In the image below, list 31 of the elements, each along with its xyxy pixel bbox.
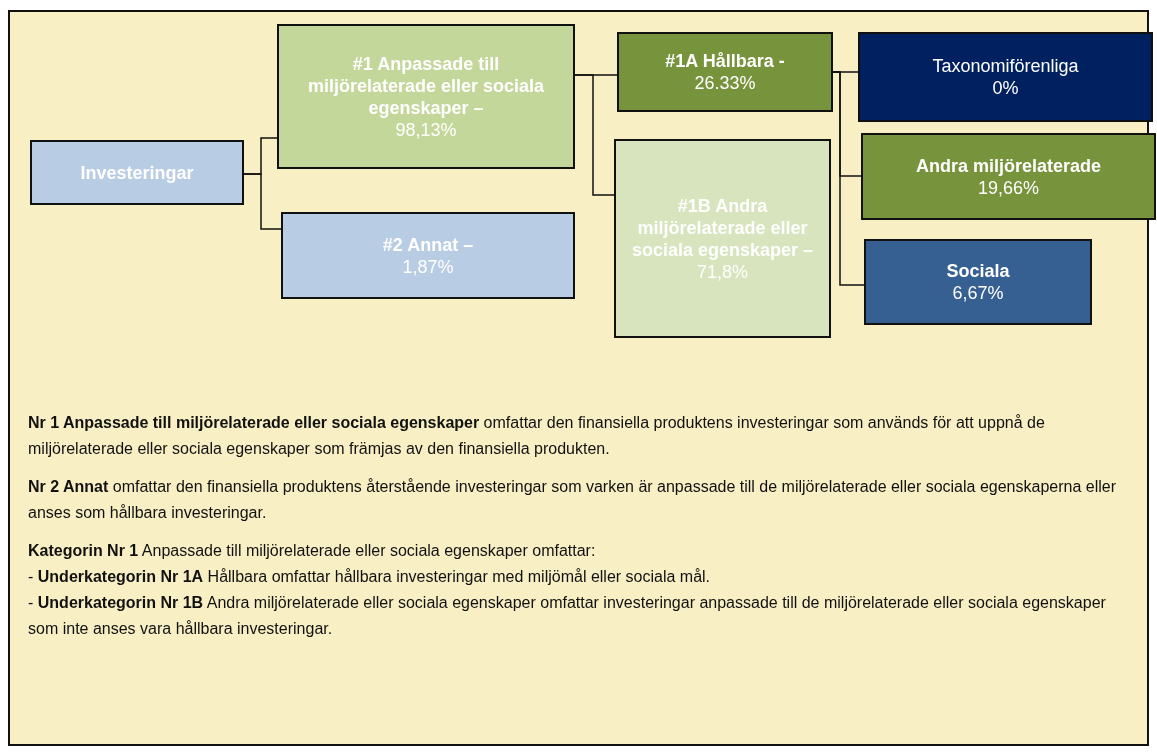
category-label: #2 Annat –	[382, 233, 474, 256]
category-box	[277, 24, 575, 169]
category-box	[861, 133, 1156, 220]
category-label: Andra miljörelaterade	[915, 154, 1102, 177]
description-text: Nr 1 Anpassade till miljörelaterade eller sociala egenskaper omfattar den finansiella produktens investeringar som används för att uppnå de miljörelaterade eller sociala egenskaper som främjas av den finansiella produkten.	[28, 413, 1046, 459]
category-box	[281, 212, 575, 299]
percentage-value: 6,67%	[952, 282, 1004, 304]
category-label: Investeringar	[80, 161, 194, 184]
category-label: Sociala	[946, 260, 1010, 282]
percentage-value: 26.33%	[694, 72, 756, 94]
description-text: Nr 2 Annat omfattar den finansiella produktens återstående investeringar som varken är anpassade till de miljörelaterade eller sociala egenskaperna eller anses som hållbara investeringar.	[28, 477, 1117, 523]
category-label: #1A Hållbara -	[665, 50, 785, 72]
connector-line	[243, 173, 282, 230]
percentage-value: 0%	[992, 77, 1019, 99]
category-label: #1 Anpassade till miljörelaterade eller sociala egenskaper –	[306, 52, 546, 119]
percentage-value: 71,8%	[696, 260, 748, 283]
category-box	[864, 239, 1092, 325]
percentage-value: 1,87%	[402, 255, 454, 278]
connector-line	[832, 71, 865, 286]
description-text: Kategorin Nr 1 Anpassade till miljörelaterade eller sociala egenskaper omfattar:	[28, 541, 597, 561]
category-box	[30, 140, 244, 205]
category-label: #1B Andra miljörelaterade eller sociala egenskaper –	[630, 194, 815, 261]
category-box	[617, 32, 833, 112]
description-text: - Underkategorin Nr 1A Hållbara omfattar hållbara investeringar med miljömål eller sociala mål.	[28, 567, 712, 587]
category-label: Taxonomiförenliga	[932, 55, 1079, 77]
category-box	[614, 139, 831, 338]
percentage-value: 19,66%	[977, 176, 1040, 199]
category-box	[858, 32, 1153, 122]
percentage-value: 98,13%	[395, 118, 457, 141]
description-text: - Underkategorin Nr 1B Andra miljörelaterade eller sociala egenskaper omfattar investeringar anpassade till de miljörelaterade eller sociala egenskaper som inte anses vara hållbara investeringar.	[28, 593, 1107, 639]
connector-line	[574, 74, 615, 196]
